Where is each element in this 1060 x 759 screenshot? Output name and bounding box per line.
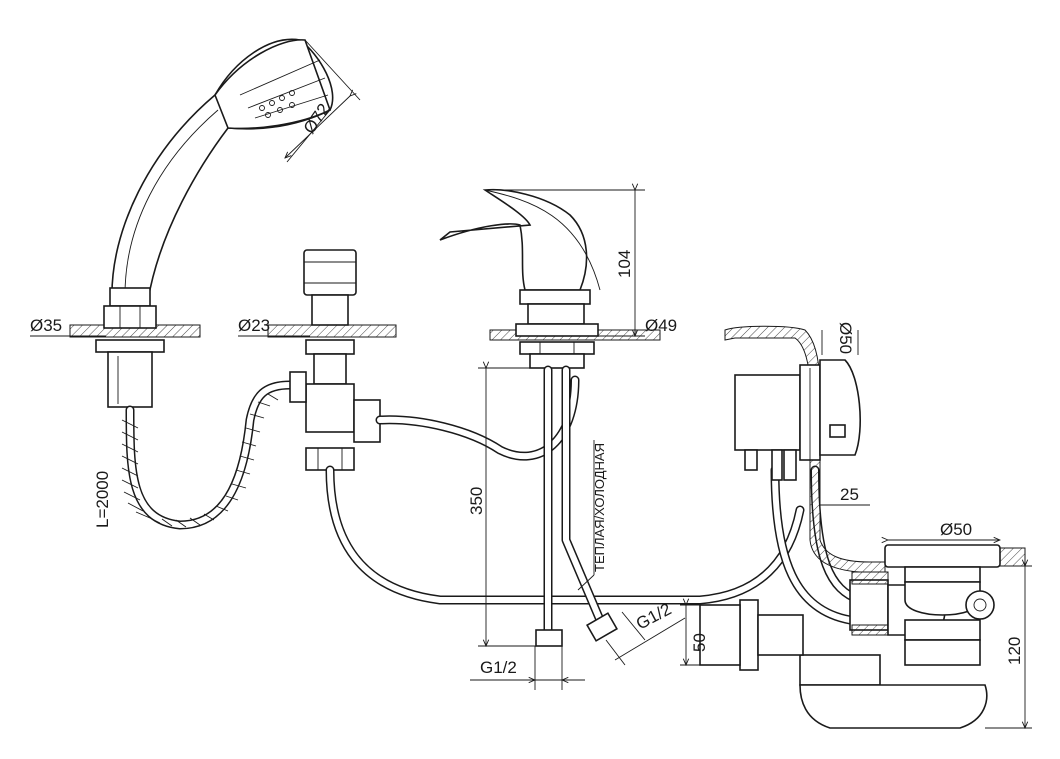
dim-25: 25	[820, 485, 870, 506]
dim-diverter: Ø23	[238, 316, 310, 337]
dim-drain: Ø50	[888, 520, 1000, 540]
supply-label: ТЕПЛАЯ/ХОЛОДНАЯ	[577, 440, 607, 591]
dim-hose: L=2000	[93, 471, 112, 528]
dim-50: 50	[680, 605, 740, 665]
dim-thread-bottom: G1/2	[470, 646, 585, 690]
bath-overflow-drain	[699, 325, 1001, 729]
dim-overflow: Ø50	[821, 322, 859, 355]
dim-mixer: Ø49	[645, 316, 677, 335]
diverter	[289, 249, 381, 471]
hose-length-label: L=2000	[93, 471, 112, 528]
dim-25-label: 25	[840, 485, 859, 504]
dim-thread-bottom-label: G1/2	[480, 658, 517, 677]
dim-handshower-label: Ø35	[30, 316, 62, 335]
dim-pipe-length-label: 350	[467, 487, 486, 515]
dim-mixer-height: 104	[490, 190, 645, 336]
supply-fittings	[535, 612, 618, 647]
shower-hose	[121, 380, 295, 530]
dim-50-label: 50	[690, 633, 709, 652]
dim-mixer-label: Ø49	[645, 316, 677, 335]
dim-120: 120	[985, 566, 1032, 728]
dim-overflow-label: Ø50	[836, 322, 855, 354]
dim-drain-label: Ø50	[940, 520, 972, 539]
pipes	[325, 365, 865, 635]
supply-label-text: ТЕПЛАЯ/ХОЛОДНАЯ	[592, 443, 607, 572]
dim-120-label: 120	[1005, 637, 1024, 665]
dim-diverter-label: Ø23	[238, 316, 270, 335]
basin-mixer	[439, 188, 601, 369]
dim-mixer-height-label: 104	[615, 250, 634, 278]
dim-thread-angled: G1/2	[605, 599, 686, 666]
hand-shower	[95, 38, 334, 408]
dim-handshower: Ø35	[30, 316, 106, 337]
dim-pipe-length: 350	[467, 368, 540, 646]
